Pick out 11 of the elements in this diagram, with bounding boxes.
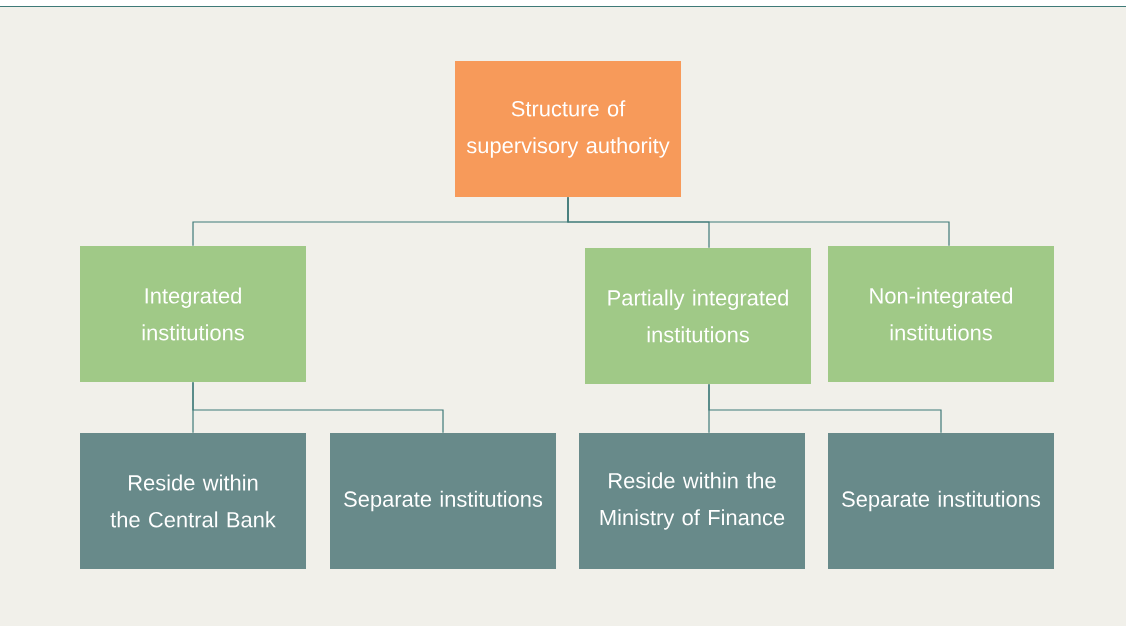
connector-line: [192, 381, 444, 434]
subcategory-box: Separate institutions: [828, 433, 1054, 569]
connector-line: [567, 196, 950, 247]
category-box: Integrated institutions: [80, 246, 306, 382]
connector-line: [708, 383, 942, 434]
title-box: Structure of supervisory authority: [455, 61, 681, 197]
category-box: Partially integrated institutions: [585, 248, 811, 384]
subcategory-box: Reside within the Ministry of Finance: [579, 433, 805, 569]
subcategory-box: Separate institutions: [330, 433, 556, 569]
subcategory-box: Reside within the Central Bank: [80, 433, 306, 569]
category-box: Non-integrated institutions: [828, 246, 1054, 382]
